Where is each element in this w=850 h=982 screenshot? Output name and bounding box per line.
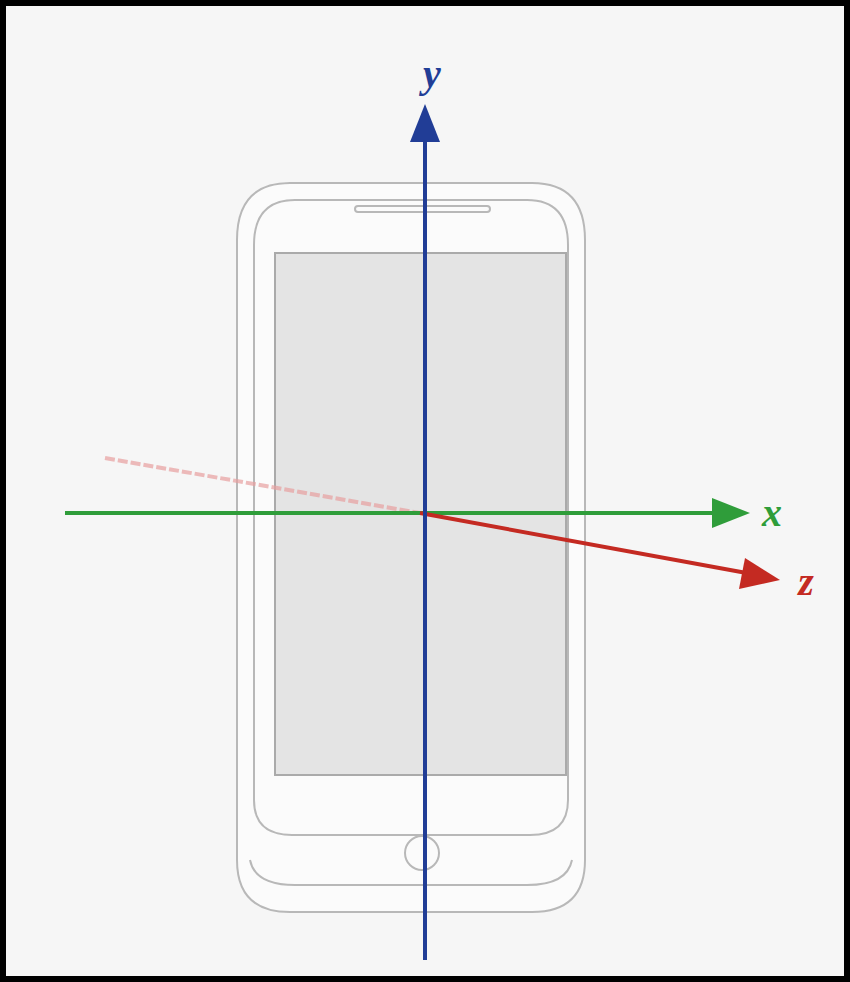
axis-label-y: y <box>423 54 441 94</box>
axis-label-z: z <box>798 562 814 602</box>
axis-label-x: x <box>762 493 782 533</box>
